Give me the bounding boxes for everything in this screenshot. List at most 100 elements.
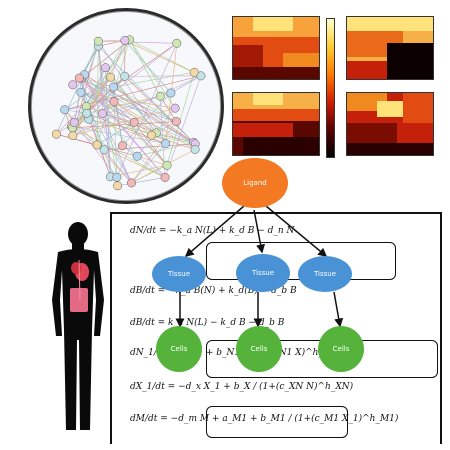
network-node: [98, 109, 108, 119]
network-edge: [124, 76, 196, 145]
equation-3: dB/dt = k_a N(L) − k_d B − d_b B: [130, 318, 285, 328]
network-node: [109, 82, 118, 92]
network-edge: [113, 86, 194, 143]
network-edge: [98, 41, 166, 144]
network-node: [82, 108, 92, 118]
cells-node-1: Cells: [156, 326, 202, 372]
network-node: [172, 38, 182, 48]
network-edge: [96, 46, 99, 145]
equation-6: dM/dt = −d_m M + a_M1 + b_M1 / (1+(c_M1 …: [130, 414, 399, 424]
network-edge: [80, 46, 99, 93]
tissue-node-3: Tissue: [298, 256, 352, 292]
tissue-node-1: Tissue: [152, 256, 206, 292]
network-node: [127, 178, 136, 188]
network-edge: [96, 122, 135, 146]
equation-brace-3: [206, 406, 348, 438]
network-edge: [104, 143, 196, 151]
network-node: [68, 80, 78, 90]
network-node: [99, 145, 109, 155]
network-edge: [136, 155, 166, 178]
network-node: [113, 181, 123, 191]
network-edge: [64, 77, 111, 110]
network-edge: [71, 126, 166, 144]
cells-node-2: Cells: [236, 326, 282, 372]
network-edge: [98, 40, 125, 47]
network-edge: [98, 45, 194, 143]
network-node: [170, 103, 180, 113]
network-edge: [113, 86, 177, 122]
network-edge: [72, 121, 177, 129]
cells-node-3-label: Cells: [332, 345, 350, 353]
network-edge: [137, 155, 168, 166]
network-edge: [124, 40, 202, 77]
equation-4: dN_1/dt = a_N1 + b_N1 / (1+(c_N1 X)^h_N1…: [130, 348, 341, 358]
network-node: [161, 139, 171, 149]
tissue-node-2: Tissue: [236, 254, 290, 292]
heatmap-colorbar: [326, 18, 335, 158]
equation-5: dX_1/dt = −d_x X_1 + b_X / (1+(c_XN N)^h…: [130, 382, 354, 392]
network-edge: [129, 39, 176, 109]
network-node: [190, 145, 200, 154]
network-node: [51, 129, 61, 139]
tissue-node-2-label: Tissue: [251, 269, 275, 277]
tissue-node-1-label: Tissue: [167, 270, 191, 278]
equation-2: dB/dt = −k_a B(N) + k_d(B) − d_b B: [130, 286, 297, 296]
ligand-node: Ligand: [222, 158, 288, 208]
network-edge: [85, 67, 106, 107]
network-edge: [86, 76, 125, 114]
equation-panel: [110, 212, 442, 444]
network-edge: [151, 134, 196, 150]
network-edge: [113, 101, 196, 150]
cells-node-3: Cells: [318, 326, 364, 372]
tissue-node-3-label: Tissue: [313, 270, 337, 278]
network-node: [69, 118, 79, 128]
network-edge: [74, 43, 177, 123]
network-edge: [81, 77, 135, 123]
equation-1: dN/dt = −k_a N(L) + k_d B − d_n N: [130, 226, 295, 236]
heatmap-bottom-right: [346, 92, 434, 156]
network-node: [76, 87, 86, 97]
network-edge: [98, 40, 177, 44]
network-edge: [80, 92, 157, 134]
heatmap-top-right: [346, 16, 434, 80]
network-edge: [56, 41, 99, 135]
network-edge: [105, 67, 111, 177]
heatmap-bottom-left: [232, 92, 320, 156]
protein-network-diagram: [28, 8, 224, 204]
network-node: [132, 151, 142, 161]
network-edge: [133, 122, 168, 166]
network-node: [171, 117, 181, 126]
network-edge: [80, 91, 177, 122]
network-edge: [170, 75, 202, 94]
network-edge: [103, 149, 132, 184]
network-node: [162, 160, 172, 170]
network-edge: [160, 96, 177, 122]
network-edge: [72, 40, 126, 136]
network-node: [93, 36, 103, 46]
network-edge: [81, 77, 196, 145]
network-node: [129, 117, 139, 127]
network-node: [160, 172, 170, 182]
network-edge: [86, 95, 161, 114]
network-node: [120, 35, 130, 45]
network-edge: [72, 107, 176, 136]
network-edge: [84, 74, 132, 184]
network-node: [118, 141, 127, 151]
network-edge: [129, 39, 202, 77]
network-graph: [51, 35, 206, 191]
ligand-node-label: Ligand: [243, 179, 267, 187]
network-node: [101, 63, 110, 73]
network-node: [74, 73, 84, 83]
network-node: [155, 91, 165, 101]
network-node: [120, 71, 130, 81]
cells-node-2-label: Cells: [250, 345, 268, 353]
network-node: [189, 67, 199, 77]
network-node: [147, 130, 156, 140]
network-edge: [81, 77, 168, 166]
network-edge: [78, 77, 132, 184]
network-edge: [166, 72, 195, 166]
network-node: [109, 97, 119, 107]
network-node: [92, 140, 102, 150]
